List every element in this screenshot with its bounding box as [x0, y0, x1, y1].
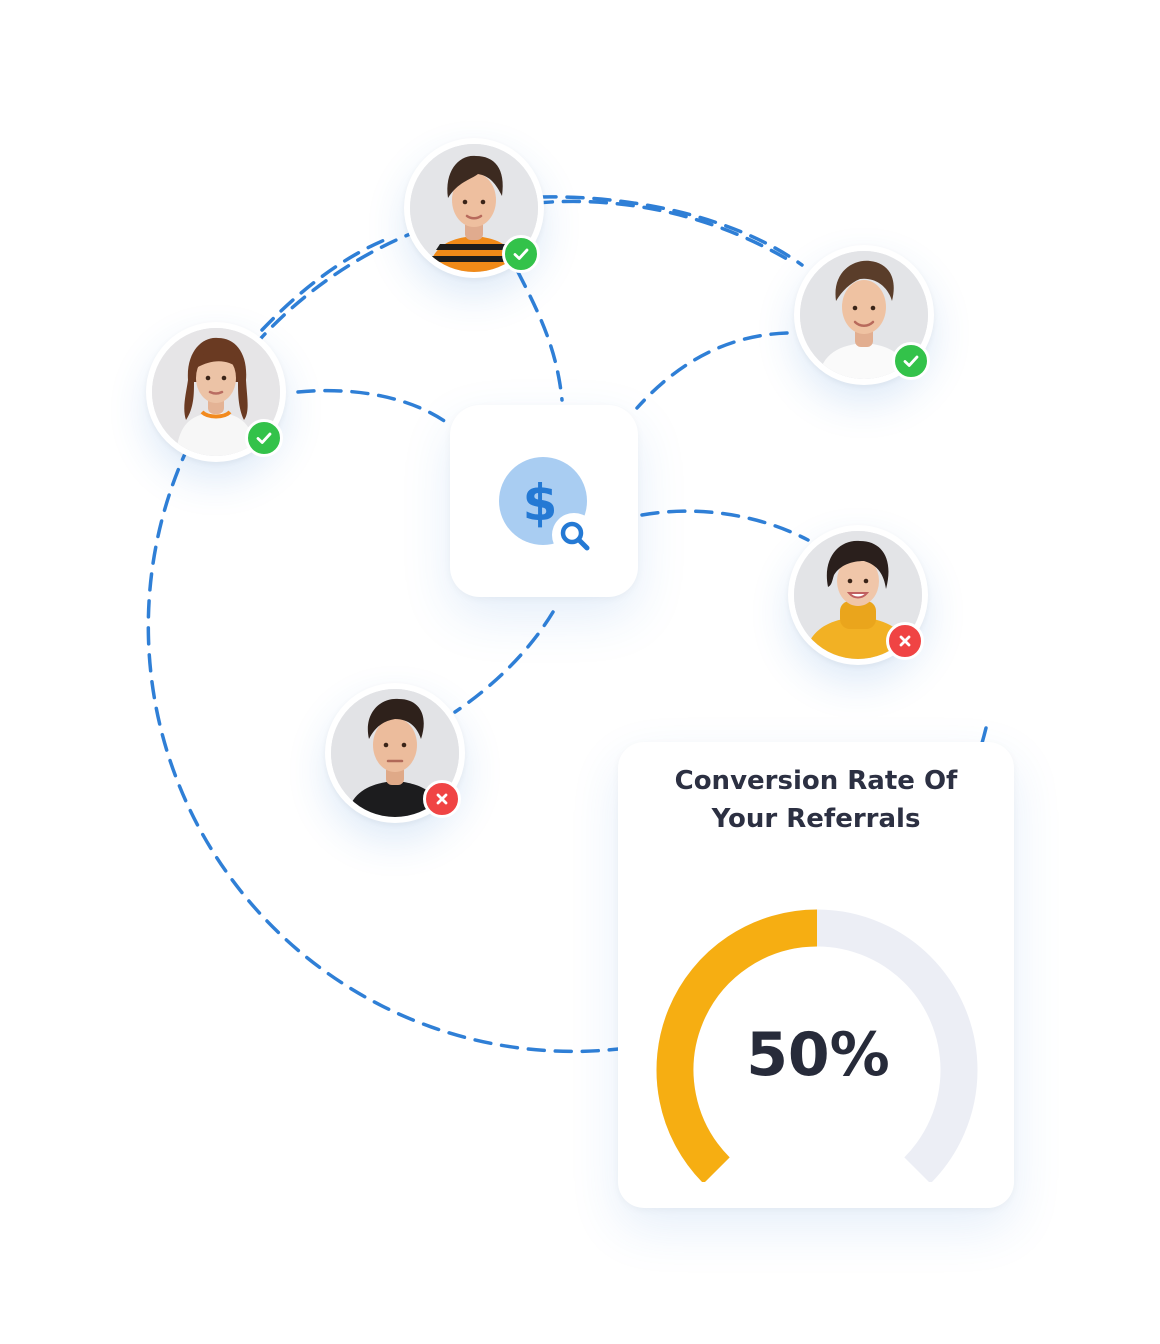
referral-avatar-3 — [794, 245, 934, 385]
avatar-photo — [794, 531, 922, 659]
referral-avatar-4 — [788, 525, 928, 665]
gauge-percent-label: 50% — [746, 1020, 890, 1090]
not-converted-close-icon — [423, 780, 461, 818]
gauge-fill — [656, 909, 818, 1182]
connector-top-arc — [538, 195, 804, 267]
card-title-line-2: Your Referrals — [711, 804, 921, 834]
referral-avatar-1 — [146, 322, 286, 462]
card-title-line-1: Conversion Rate Of — [674, 766, 958, 796]
connector-right-to-hub — [635, 331, 789, 410]
conversion-rate-card: Conversion Rate Of Your Referrals 50% — [618, 742, 1014, 1208]
referral-avatar-2 — [404, 138, 544, 278]
svg-text:$: $ — [523, 474, 558, 532]
card-title: Conversion Rate Of Your Referrals — [618, 762, 1014, 838]
converted-check-icon — [502, 235, 540, 273]
converted-check-icon — [892, 342, 930, 380]
connector-left-to-hub — [296, 388, 452, 427]
conversion-gauge: 50% — [656, 909, 978, 1182]
converted-check-icon — [245, 419, 283, 457]
referral-avatar-5 — [325, 683, 465, 823]
not-converted-close-icon — [886, 622, 924, 660]
referral-hub: $ — [450, 405, 638, 597]
connector-left-to-top — [260, 235, 394, 332]
connector-woman-to-hub — [640, 509, 810, 542]
dollar-search-icon: $ — [499, 457, 596, 557]
connector-top-to-hub — [516, 270, 564, 402]
avatar-photo — [410, 144, 538, 272]
connector-hub-to-bottom — [453, 610, 555, 714]
